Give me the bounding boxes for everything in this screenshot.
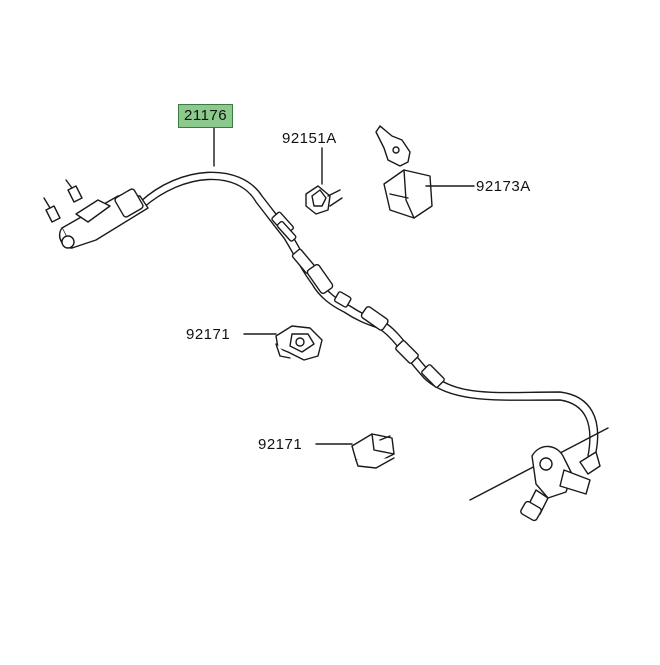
part-label-92173A[interactable]: 92173A <box>476 178 531 195</box>
bolt-92151A <box>305 185 343 215</box>
part-label-92151A[interactable]: 92151A <box>282 130 337 147</box>
sensor-cable <box>139 171 599 457</box>
clamp-92171-upper <box>275 325 323 361</box>
part-label-92171-upper[interactable]: 92171 <box>186 326 231 343</box>
part-label-92171-lower[interactable]: 92171 <box>258 436 303 453</box>
cable-grommets <box>271 211 445 388</box>
clip-92171-lower <box>351 433 395 469</box>
part-label-21176[interactable]: 21176 <box>178 104 234 128</box>
sensor-head <box>469 427 609 522</box>
bracket-92173A <box>375 125 433 219</box>
cable-connector <box>43 179 149 249</box>
leader-lines <box>213 125 475 445</box>
